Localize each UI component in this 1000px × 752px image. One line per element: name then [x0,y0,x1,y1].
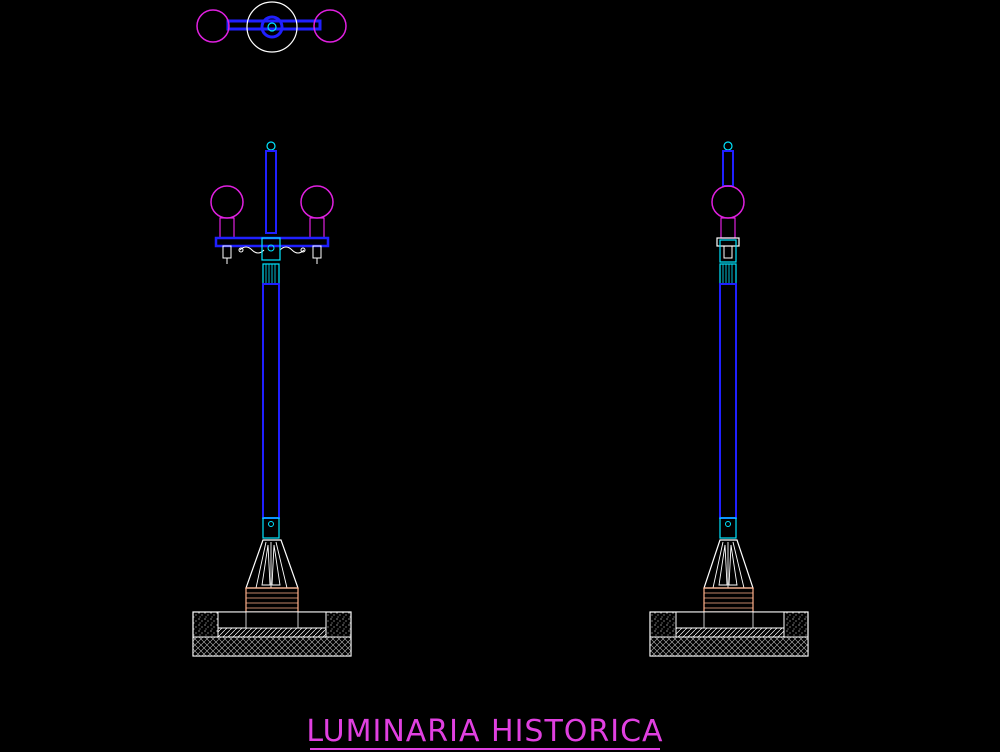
side-finial [723,141,733,151]
plan-view [196,1,347,53]
title-underline [310,748,660,750]
side-upper-pole [722,150,734,187]
base-plate [245,587,299,613]
plan-arm [226,19,322,31]
side-base-plate [703,587,754,613]
fluted-ring [262,263,280,285]
side-elevation [649,141,809,657]
foundation-slab [217,627,327,638]
plan-base-circle [246,1,298,53]
side-foundation-slab [675,627,785,638]
finial [266,141,276,151]
side-main-shaft [719,283,737,519]
upper-pole [265,150,277,234]
drawing-title: LUMINARIA HISTORICA [306,714,664,749]
globe-left [210,185,244,219]
plan-globe-left [196,9,230,43]
side-fluted-ring [719,263,737,285]
main-shaft [262,283,280,519]
globe-right [300,185,334,219]
side-lower-collar [719,517,737,539]
plan-pole-center [267,22,277,32]
collar-block [261,237,281,261]
lower-collar [262,517,280,539]
front-elevation [192,141,352,657]
plan-globe-right [313,9,347,43]
side-collar-block [719,239,737,263]
side-flared-base [703,539,754,589]
side-globe [711,185,745,219]
plan-pole-ring [260,15,284,39]
